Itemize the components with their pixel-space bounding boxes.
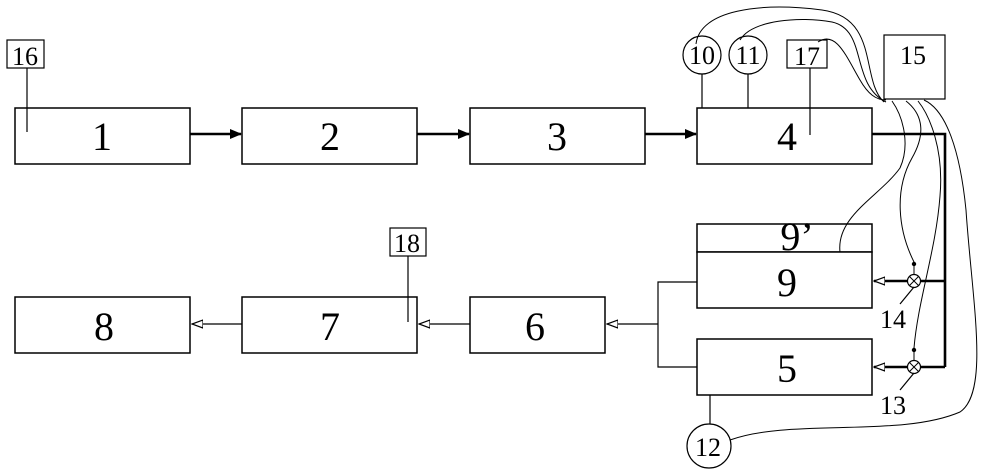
block-6-label: 6 bbox=[525, 304, 545, 349]
block-9: 9 bbox=[696, 251, 873, 309]
tag-17: 17 bbox=[786, 39, 828, 135]
block-3: 3 bbox=[469, 107, 646, 165]
tag-16-label: 16 bbox=[12, 42, 38, 71]
block-2-label: 2 bbox=[320, 114, 340, 159]
valve-13 bbox=[899, 347, 922, 391]
block-2: 2 bbox=[241, 107, 418, 165]
controller-15-label: 15 bbox=[900, 41, 926, 70]
tag-13: 13 bbox=[880, 391, 906, 420]
tag-17-label: 17 bbox=[794, 42, 820, 71]
merge-bracket bbox=[657, 281, 697, 368]
valve-14-leader bbox=[899, 286, 915, 305]
block-1: 1 bbox=[14, 107, 191, 165]
signal-wires bbox=[695, 6, 978, 441]
sensor-12-label: 12 bbox=[695, 433, 721, 462]
block-9-label: 9 bbox=[777, 260, 797, 305]
sensor-11-label: 11 bbox=[735, 41, 760, 70]
tag-16: 16 bbox=[6, 39, 45, 132]
tag-18: 18 bbox=[389, 227, 427, 322]
block-4-label: 4 bbox=[777, 114, 797, 159]
sensor-11: 11 bbox=[728, 35, 768, 108]
block-5: 5 bbox=[696, 338, 873, 396]
valve-13-leader bbox=[899, 372, 915, 391]
tag-14: 14 bbox=[880, 305, 906, 334]
block-9-prime: 9’ bbox=[696, 214, 873, 259]
block-3-label: 3 bbox=[547, 114, 567, 159]
block-7: 7 bbox=[241, 296, 418, 354]
block-7-label: 7 bbox=[320, 304, 340, 349]
block-6: 6 bbox=[469, 296, 606, 354]
valve-14 bbox=[899, 261, 922, 305]
outlet-pipe bbox=[872, 132, 947, 367]
tag-18-label: 18 bbox=[394, 229, 420, 258]
block-1-label: 1 bbox=[92, 114, 112, 159]
block-5-label: 5 bbox=[777, 346, 797, 391]
block-8-label: 8 bbox=[94, 304, 114, 349]
block-4: 4 bbox=[696, 107, 873, 165]
sensor-10-label: 10 bbox=[689, 41, 715, 70]
block-8: 8 bbox=[14, 296, 191, 354]
sensor-10: 10 bbox=[682, 35, 722, 108]
sensor-12: 12 bbox=[686, 395, 732, 469]
controller-15: 15 bbox=[883, 34, 946, 100]
